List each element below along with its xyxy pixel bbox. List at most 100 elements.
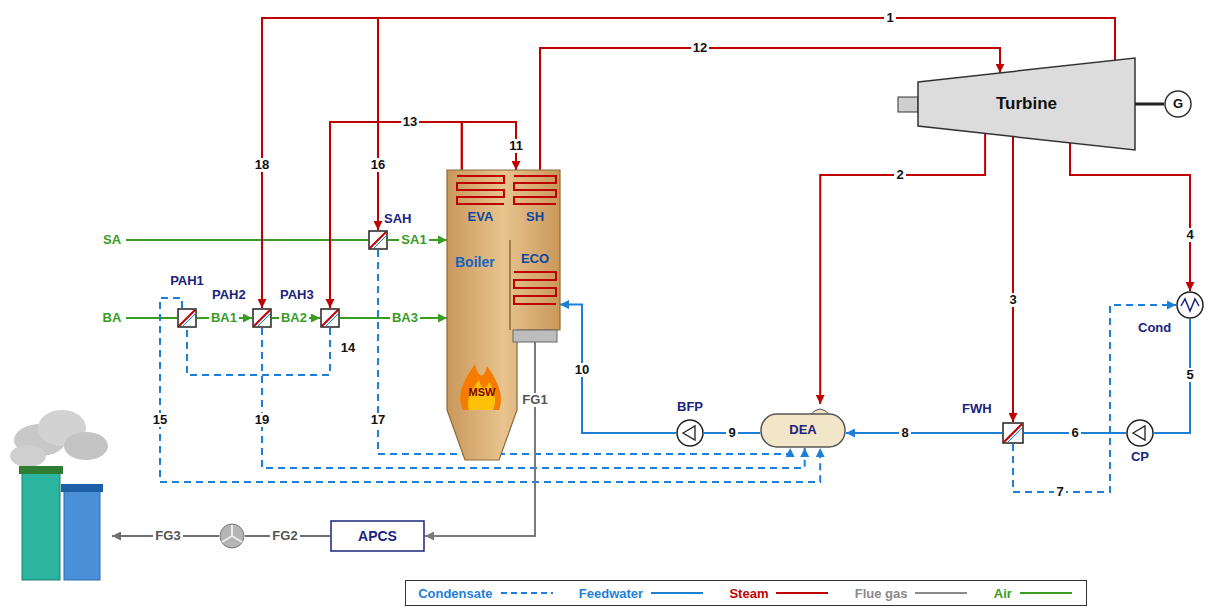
exchanger-diagonal bbox=[1008, 428, 1022, 442]
stream-number: 8 bbox=[899, 426, 910, 441]
pump-circle bbox=[1127, 420, 1153, 446]
flow-line bbox=[560, 305, 676, 433]
stream-number: SA1 bbox=[399, 233, 428, 248]
node-label: FWH bbox=[962, 402, 992, 417]
exchanger-box bbox=[253, 309, 271, 327]
legend-line bbox=[501, 592, 553, 594]
node-label: BFP bbox=[677, 400, 703, 415]
legend: CondensateFeedwaterSteamFlue gasAir bbox=[405, 580, 1087, 606]
process-box: APCS bbox=[330, 520, 425, 552]
callout-number: 1 bbox=[884, 11, 895, 26]
box-outline bbox=[331, 521, 424, 551]
heat-exchanger: PAH3 bbox=[320, 308, 340, 328]
stack-cap bbox=[19, 466, 63, 474]
node-label: EVA bbox=[468, 210, 494, 225]
stream-number: 4 bbox=[1184, 228, 1195, 243]
stream-number: 6 bbox=[1069, 426, 1080, 441]
node-label: Boiler bbox=[455, 254, 495, 270]
evaporator: EVA bbox=[453, 170, 508, 228]
boiler-wall bbox=[509, 240, 511, 330]
superheater: SH bbox=[510, 170, 560, 228]
legend-entry: Feedwater bbox=[579, 586, 705, 601]
callout-number: BA bbox=[101, 311, 124, 326]
turbine-casing bbox=[918, 58, 1135, 150]
heat-exchanger: FWH bbox=[1002, 422, 1024, 444]
callout-number: 18 bbox=[253, 158, 271, 173]
exchanger-diagonal bbox=[322, 310, 338, 326]
deaerator-tank bbox=[761, 414, 845, 447]
pump-symbol-shape bbox=[1126, 419, 1154, 447]
tube-coil bbox=[514, 176, 556, 204]
flow-line bbox=[1135, 103, 1164, 106]
node-label: PAH1 bbox=[170, 274, 204, 289]
flame bbox=[460, 364, 501, 410]
exchanger-diagonal bbox=[1004, 424, 1022, 442]
stack-cap bbox=[61, 484, 103, 492]
flow-line bbox=[262, 18, 1115, 308]
condenser-coil bbox=[1181, 299, 1199, 311]
legend-line bbox=[651, 592, 703, 594]
stream-number: 10 bbox=[573, 363, 591, 378]
fan-symbol bbox=[220, 524, 244, 548]
node-label: PAH3 bbox=[280, 288, 314, 303]
heat-exchanger-shape bbox=[1002, 422, 1024, 444]
boiler-body bbox=[447, 170, 560, 460]
heat-exchanger-shape bbox=[320, 308, 340, 328]
exchanger-box bbox=[1003, 423, 1023, 443]
flow-line bbox=[1013, 305, 1176, 492]
callout-number: FG2 bbox=[270, 529, 299, 544]
callout-number: SA bbox=[101, 233, 123, 248]
air-line bbox=[126, 239, 368, 241]
exchanger-diagonal bbox=[326, 314, 338, 326]
heat-exchanger: PAH2 bbox=[252, 308, 272, 328]
turbine-shaft-stub bbox=[898, 97, 918, 112]
stream-number: 7 bbox=[1054, 485, 1065, 500]
flow-line bbox=[330, 122, 462, 308]
stream-number: 9 bbox=[726, 426, 737, 441]
legend-sample bbox=[499, 588, 555, 598]
stream-number: BA3 bbox=[390, 311, 420, 326]
pump-circle bbox=[677, 420, 703, 446]
flow-line bbox=[1070, 143, 1190, 291]
stream-number: 17 bbox=[369, 413, 387, 428]
stream-number: BA2 bbox=[279, 311, 309, 326]
clouds bbox=[10, 410, 108, 467]
generator-symbol: G bbox=[1164, 90, 1192, 118]
legend-text: Flue gas bbox=[855, 586, 908, 601]
stream-number: 19 bbox=[253, 413, 271, 428]
legend-sample bbox=[1018, 588, 1074, 598]
stack bbox=[22, 468, 60, 580]
exchanger-box bbox=[178, 309, 196, 327]
condenser-symbol-shape bbox=[1176, 291, 1204, 319]
flow-line bbox=[262, 328, 805, 468]
tube-coil bbox=[514, 272, 556, 304]
stream-number: 12 bbox=[691, 41, 709, 56]
exchanger-diagonal bbox=[179, 310, 195, 326]
flow-line bbox=[1012, 136, 1014, 422]
legend-text: Condensate bbox=[418, 586, 492, 601]
pump-symbol: CP bbox=[1126, 419, 1154, 447]
node-label: Turbine bbox=[996, 94, 1057, 114]
legend-line bbox=[1020, 592, 1072, 594]
node-label: DEA bbox=[789, 423, 816, 438]
stream-number: 5 bbox=[1184, 368, 1195, 383]
stack bbox=[64, 486, 100, 580]
exchanger-diagonal bbox=[374, 236, 386, 248]
exchanger-diagonal bbox=[183, 314, 195, 326]
pump-symbol: BFP bbox=[676, 419, 704, 447]
exchanger-diagonal bbox=[254, 310, 270, 326]
legend-line bbox=[776, 592, 828, 594]
generator-circle bbox=[1165, 91, 1191, 117]
legend-sample bbox=[774, 588, 830, 598]
pump-symbol-shape bbox=[676, 419, 704, 447]
node-label: SH bbox=[526, 210, 544, 225]
flow-line bbox=[378, 250, 790, 454]
heat-exchanger-shape bbox=[177, 308, 197, 328]
deaerator: DEA bbox=[760, 404, 846, 448]
heat-exchanger: PAH1 bbox=[177, 308, 197, 328]
stream-number: 3 bbox=[1007, 293, 1018, 308]
node-label: CP bbox=[1131, 450, 1149, 465]
pump-triangle bbox=[1133, 426, 1145, 440]
heat-exchanger: SAH bbox=[368, 230, 388, 250]
legend-sample bbox=[913, 588, 969, 598]
